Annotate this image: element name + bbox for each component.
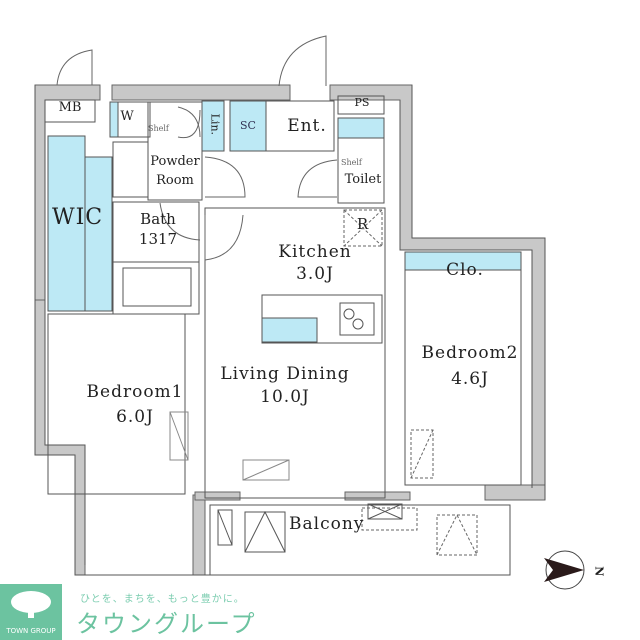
ps-label: PS: [354, 96, 370, 109]
kitchen-label: Kitchen: [278, 242, 352, 262]
wic-label: WIC: [52, 205, 104, 230]
refrigerator-label: R: [356, 215, 369, 233]
washer-label: W: [120, 109, 134, 124]
shoe-closet-label: SC: [240, 119, 256, 132]
town-group-logo: [0, 584, 62, 640]
closet-label: Clo.: [446, 260, 484, 280]
mb-box: [44, 99, 96, 123]
bath-size: 1317: [138, 230, 178, 248]
kitchen-size: 3.0J: [296, 264, 334, 284]
north-arrow-icon: [544, 550, 585, 590]
shelf-label: Shelf: [148, 124, 169, 133]
tree-icon: [11, 591, 51, 618]
bedroom2-size: 4.6J: [451, 369, 489, 389]
linen-label: Lin.: [208, 113, 222, 136]
bedroom1-size: 6.0J: [116, 407, 154, 427]
entrance-label: Ent.: [287, 116, 327, 136]
bedroom2-label: Bedroom2: [421, 343, 519, 363]
powder-room-label-2: Room: [156, 173, 194, 188]
brand-name: タウングループ: [76, 610, 257, 638]
living-dining-label: Living Dining: [220, 364, 350, 384]
north-label: N: [592, 566, 606, 577]
bath-label: Bath: [140, 210, 176, 228]
balcony-label: Balcony: [289, 514, 365, 534]
toilet-label: Toilet: [344, 172, 382, 187]
logo-label: TOWN GROUP: [6, 627, 56, 635]
powder-room-label-1: Powder: [150, 154, 200, 169]
shelf-label-2: Shelf: [341, 158, 362, 167]
mb-label: MB: [58, 100, 82, 115]
living-dining-size: 10.0J: [260, 387, 310, 407]
bedroom1-label: Bedroom1: [86, 382, 184, 402]
tagline: ひとを、まちを、もっと豊かに。: [80, 594, 245, 605]
